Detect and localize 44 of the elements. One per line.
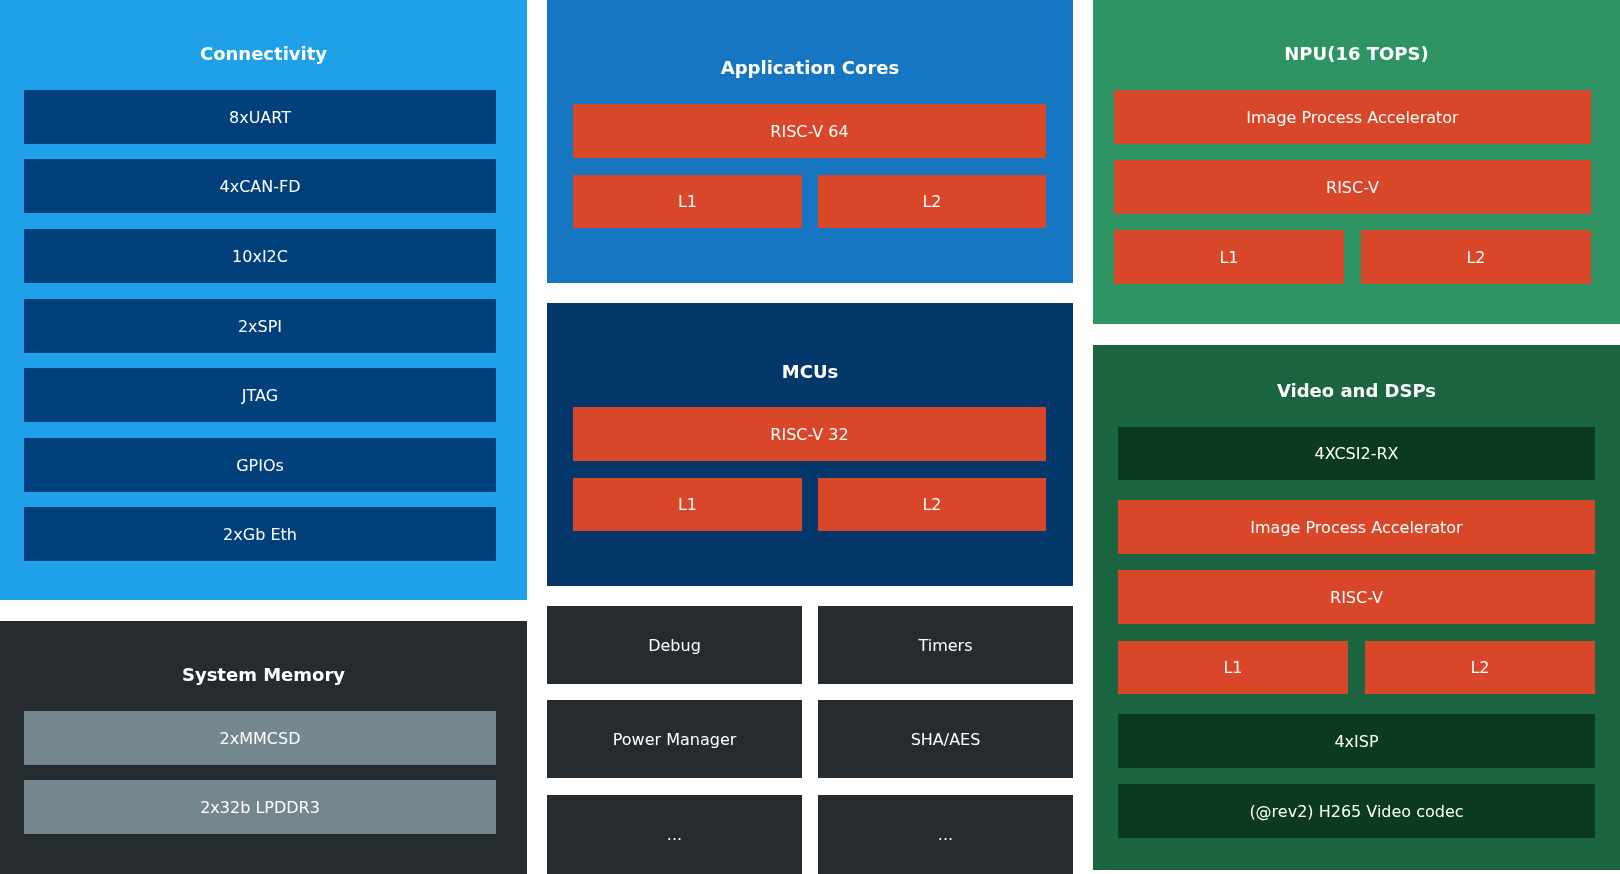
panel-heading: NPU(16 TOPS) <box>1283 43 1430 65</box>
module-block: L2 <box>818 478 1046 531</box>
module-block: RISC-V <box>1118 570 1595 624</box>
group-panel <box>547 0 1073 283</box>
module-block: Power Manager <box>547 700 802 778</box>
panel-heading: Video and DSPs <box>1275 380 1438 402</box>
module-block: L1 <box>1118 641 1348 694</box>
group-panel <box>1093 345 1620 870</box>
module-block: L2 <box>818 175 1046 228</box>
panel-heading: Connectivity <box>198 43 329 65</box>
module-block: ... <box>547 795 802 874</box>
module-block: JTAG <box>24 368 496 422</box>
module-block: RISC-V <box>1114 160 1591 214</box>
module-block: Image Process Accelerator <box>1114 90 1591 144</box>
module-block: 4XCSI2-RX <box>1118 427 1595 480</box>
module-block: 4xISP <box>1118 714 1595 768</box>
panel-heading: System Memory <box>180 664 347 686</box>
module-block: RISC-V 64 <box>573 104 1046 158</box>
module-block: 2xMMCSD <box>24 711 496 765</box>
module-block: RISC-V 32 <box>573 407 1046 461</box>
module-block: L1 <box>573 478 802 531</box>
module-block: Image Process Accelerator <box>1118 500 1595 554</box>
module-block: 2xSPI <box>24 299 496 353</box>
module-block: SHA/AES <box>818 700 1073 778</box>
module-block: 2x32b LPDDR3 <box>24 780 496 834</box>
group-panel <box>0 0 527 600</box>
group-panel <box>1093 0 1620 324</box>
module-block: 10xI2C <box>24 229 496 283</box>
group-panel <box>547 303 1073 586</box>
module-block: L2 <box>1365 641 1595 694</box>
module-block: ... <box>818 795 1073 874</box>
module-block: GPIOs <box>24 438 496 492</box>
module-block: 2xGb Eth <box>24 507 496 561</box>
module-block: Timers <box>818 606 1073 684</box>
module-block: L2 <box>1361 230 1591 284</box>
module-block: 4xCAN-FD <box>24 159 496 213</box>
module-block: (@rev2) H265 Video codec <box>1118 784 1595 838</box>
module-block: Debug <box>547 606 802 684</box>
panel-heading: Application Cores <box>719 57 901 79</box>
group-panel <box>0 621 527 874</box>
module-block: L1 <box>1114 230 1344 284</box>
panel-heading: MCUs <box>780 361 840 383</box>
module-block: 8xUART <box>24 90 496 144</box>
module-block: L1 <box>573 175 802 228</box>
